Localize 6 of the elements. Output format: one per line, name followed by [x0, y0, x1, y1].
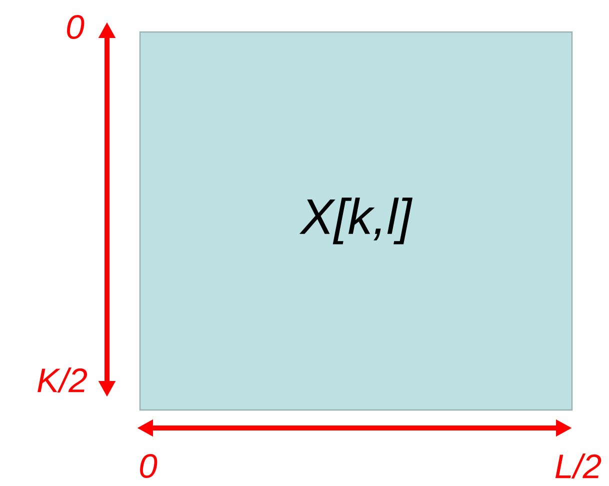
axis-label: L/2 [555, 454, 602, 478]
matrix-box [139, 31, 573, 411]
node-label: X[k,l] [299, 198, 413, 244]
axis-label: K/2 [38, 368, 88, 392]
axis-label: 0 [67, 14, 84, 40]
axis-label: 0 [140, 454, 158, 478]
